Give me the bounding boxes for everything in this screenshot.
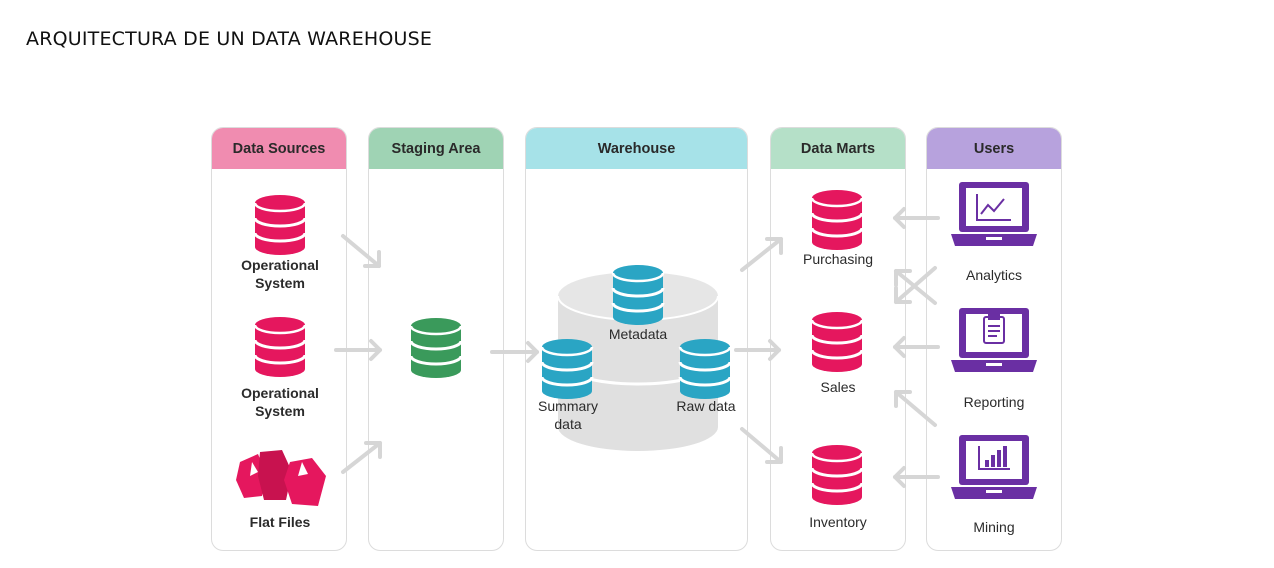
data-sources-header: Data Sources (212, 128, 346, 169)
flat-files-label: Flat Files (249, 514, 311, 530)
arrow-analytics-to-purchasing (893, 207, 940, 229)
inventory-database-icon (810, 443, 864, 507)
staging-area-header: Staging Area (369, 128, 503, 169)
analytics-laptop-icon (951, 182, 1037, 246)
flat-files-icon (236, 450, 326, 506)
reporting-label: Reporting (963, 394, 1025, 410)
purchasing-label: Purchasing (802, 251, 874, 267)
data-marts-header: Data Marts (771, 128, 905, 169)
mining-laptop-icon (951, 435, 1037, 499)
staging-database-icon (409, 316, 463, 380)
arrow-mining-to-inventory (893, 466, 940, 488)
arrow-source1-to-staging (341, 234, 381, 268)
arrow-reporting-to-purchasing (894, 269, 937, 305)
metadata-database-icon (611, 263, 665, 327)
arrow-source2-to-staging (334, 339, 382, 361)
operational-system-1-database-icon (253, 193, 307, 257)
warehouse-header: Warehouse (526, 128, 747, 169)
sales-database-icon (810, 310, 864, 374)
mining-label: Mining (973, 519, 1015, 535)
operational-system-2-database-icon (253, 315, 307, 379)
arrow-staging-to-warehouse (490, 341, 539, 363)
reporting-laptop-icon (951, 308, 1037, 372)
raw-data-label: Raw data (676, 398, 736, 414)
metadata-label: Metadata (608, 326, 668, 342)
purchasing-database-icon (810, 188, 864, 252)
raw-data-database-icon (678, 337, 732, 401)
arrow-source3-to-staging (341, 441, 382, 474)
sales-label: Sales (820, 379, 856, 395)
inventory-label: Inventory (809, 514, 867, 530)
arrow-warehouse-to-sales (734, 339, 781, 361)
arrow-warehouse-to-purchasing (740, 237, 783, 272)
arrow-mining-to-sales (894, 390, 937, 427)
arrow-warehouse-to-inventory (740, 427, 783, 464)
page-title: ARQUITECTURA DE UN DATA WAREHOUSE (26, 28, 433, 50)
analytics-label: Analytics (965, 267, 1023, 283)
summary-data-database-icon (540, 337, 594, 401)
users-header: Users (927, 128, 1061, 169)
arrow-reporting-to-sales (893, 336, 940, 358)
